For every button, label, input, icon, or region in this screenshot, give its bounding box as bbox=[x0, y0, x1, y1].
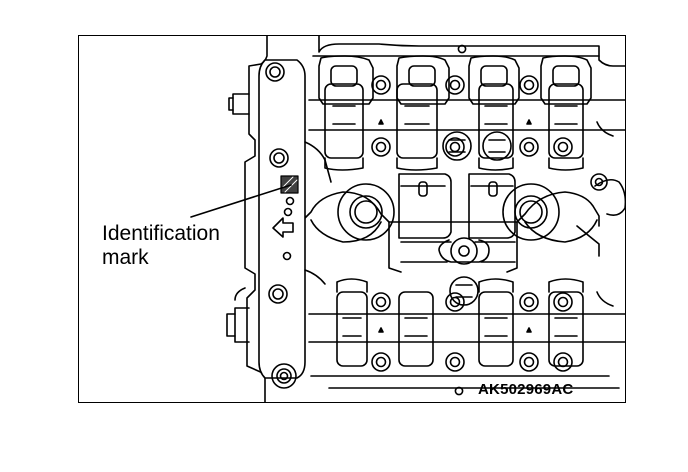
camshaft-top bbox=[308, 75, 625, 171]
cylinder-head-drawing bbox=[190, 36, 625, 402]
figure-code: AK502969AC bbox=[478, 381, 574, 398]
label-line-1: Identification bbox=[102, 222, 220, 245]
callout-leader-line bbox=[190, 184, 292, 218]
figure-frame: Identification mark AK502969AC bbox=[78, 35, 626, 403]
left-fittings bbox=[226, 93, 250, 343]
camshaft-bottom bbox=[308, 276, 625, 372]
front-bracket bbox=[258, 59, 332, 389]
label-line-2: mark bbox=[102, 246, 149, 269]
cam-caps-top bbox=[318, 55, 592, 105]
center-bridge bbox=[289, 173, 625, 273]
head-casting bbox=[244, 36, 625, 402]
identification-mark bbox=[272, 175, 299, 238]
identification-mark-label: Identification mark bbox=[102, 222, 220, 270]
